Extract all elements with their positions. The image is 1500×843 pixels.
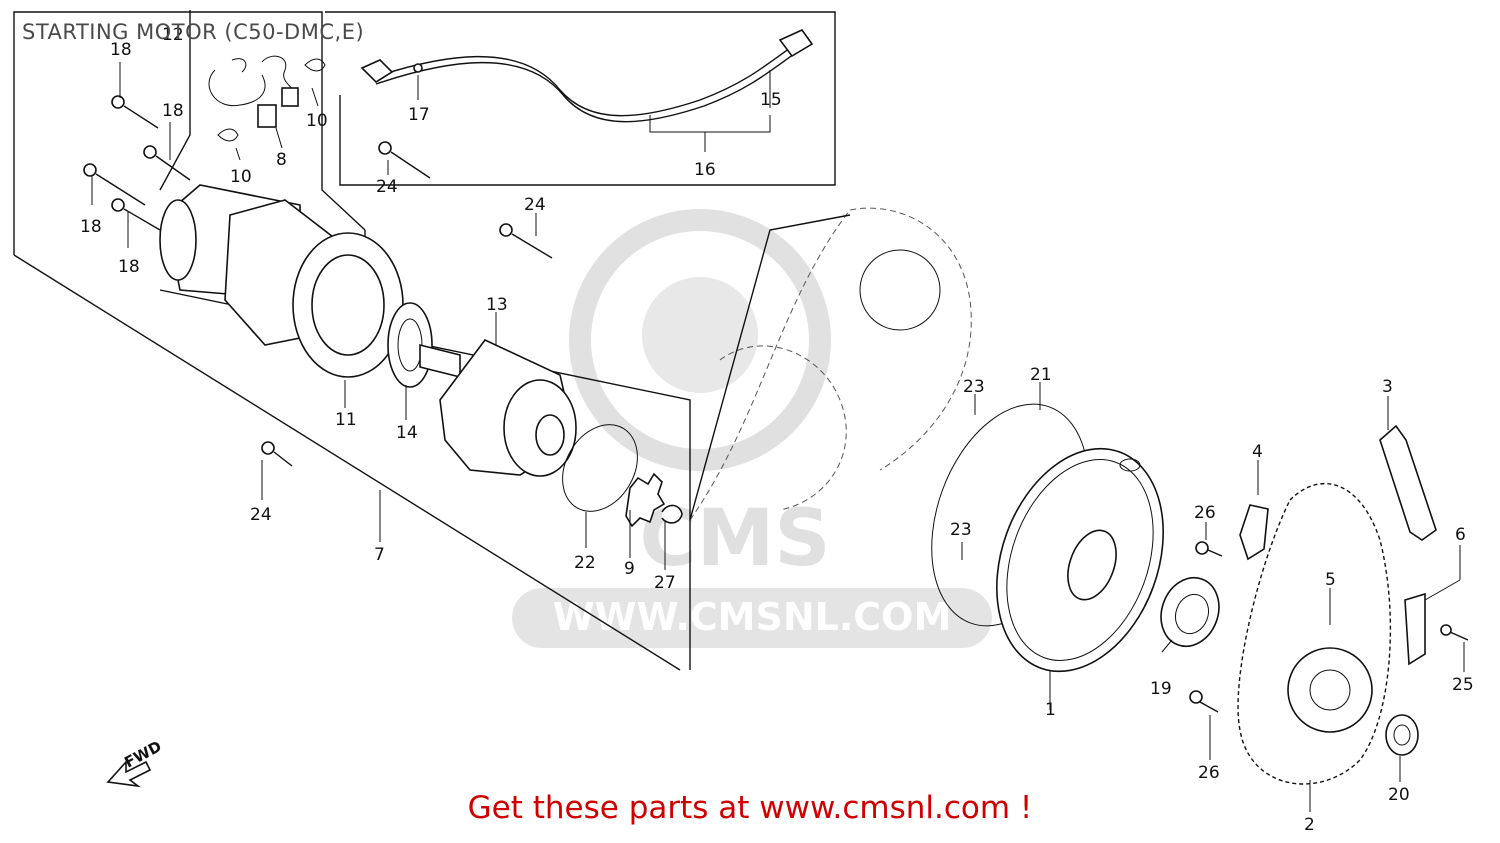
- callout-25: 25: [1452, 675, 1474, 695]
- callout-10: 10: [230, 167, 252, 187]
- callout-17: 17: [408, 105, 430, 125]
- callout-3: 3: [1382, 377, 1393, 397]
- callout-23: 23: [950, 520, 972, 540]
- callout-26: 26: [1194, 503, 1216, 523]
- motor-body: [159, 184, 404, 378]
- callout-24: 24: [524, 195, 546, 215]
- bolt-18-d: [111, 198, 161, 231]
- bolt-18-b: [143, 145, 191, 181]
- callout-18: 18: [162, 101, 184, 121]
- callout-26: 26: [1198, 763, 1220, 783]
- small-parts: [562, 424, 683, 528]
- watermark-ring: [569, 209, 831, 471]
- callout-18: 18: [118, 257, 140, 277]
- reduction-gear: [387, 302, 461, 388]
- callout-20: 20: [1388, 785, 1410, 805]
- callout-1: 1: [1045, 700, 1056, 720]
- diagram-title: STARTING MOTOR (C50-DMC,E): [22, 20, 365, 44]
- callout-19: 19: [1150, 679, 1172, 699]
- callout-18: 18: [80, 217, 102, 237]
- watermark: CMS WWW.CMSNL.COM: [512, 209, 992, 648]
- callout-10: 10: [306, 111, 328, 131]
- watermark-face: [642, 277, 758, 393]
- callout-12: 12: [162, 25, 184, 45]
- engine-case-outline: [689, 207, 972, 521]
- callout-24: 24: [250, 505, 272, 525]
- watermark-url-pill: [512, 588, 992, 648]
- callout-14: 14: [396, 423, 418, 443]
- starter-cable: [360, 28, 814, 123]
- bolt-25: [1440, 624, 1469, 641]
- callout-5: 5: [1325, 570, 1336, 590]
- callout-6: 6: [1455, 525, 1466, 545]
- bolt-26-b: [1189, 690, 1219, 713]
- leader-lines: [91, 62, 1465, 812]
- callout-21: 21: [1030, 365, 1052, 385]
- drive-parts: [1160, 424, 1437, 785]
- bolt-24-a: [378, 141, 431, 179]
- side-cover: [931, 403, 1164, 673]
- watermark-url: WWW.CMSNL.COM: [553, 595, 952, 639]
- callout-2: 2: [1304, 815, 1315, 835]
- bolt-26-a: [1195, 541, 1223, 557]
- callout-13: 13: [486, 295, 508, 315]
- fwd-arrow-icon: FWD: [106, 737, 165, 788]
- callout-22: 22: [574, 553, 596, 573]
- bolts: [83, 95, 1469, 713]
- footer-promo-link[interactable]: Get these parts at www.cmsnl.com !: [467, 790, 1033, 826]
- bolt-24-b: [499, 223, 553, 259]
- callout-27: 27: [654, 573, 676, 593]
- callout-18: 18: [110, 40, 132, 60]
- bolt-18-c: [83, 163, 146, 206]
- callout-16: 16: [694, 160, 716, 180]
- bolt-18-a: [111, 95, 159, 129]
- callout-8: 8: [276, 150, 287, 170]
- callout-24: 24: [376, 177, 398, 197]
- callout-4: 4: [1252, 442, 1263, 462]
- callout-7: 7: [374, 545, 385, 565]
- gear-housing: [439, 339, 577, 477]
- bolt-24-c: [261, 441, 293, 467]
- callout-11: 11: [335, 410, 357, 430]
- callout-9: 9: [624, 559, 635, 579]
- callout-15: 15: [760, 90, 782, 110]
- brush-wiring: [208, 55, 326, 142]
- callout-labels: 18 12 18 18 18 10 8 10 17 15 16 24 24 13…: [80, 25, 1474, 835]
- callout-23: 23: [963, 377, 985, 397]
